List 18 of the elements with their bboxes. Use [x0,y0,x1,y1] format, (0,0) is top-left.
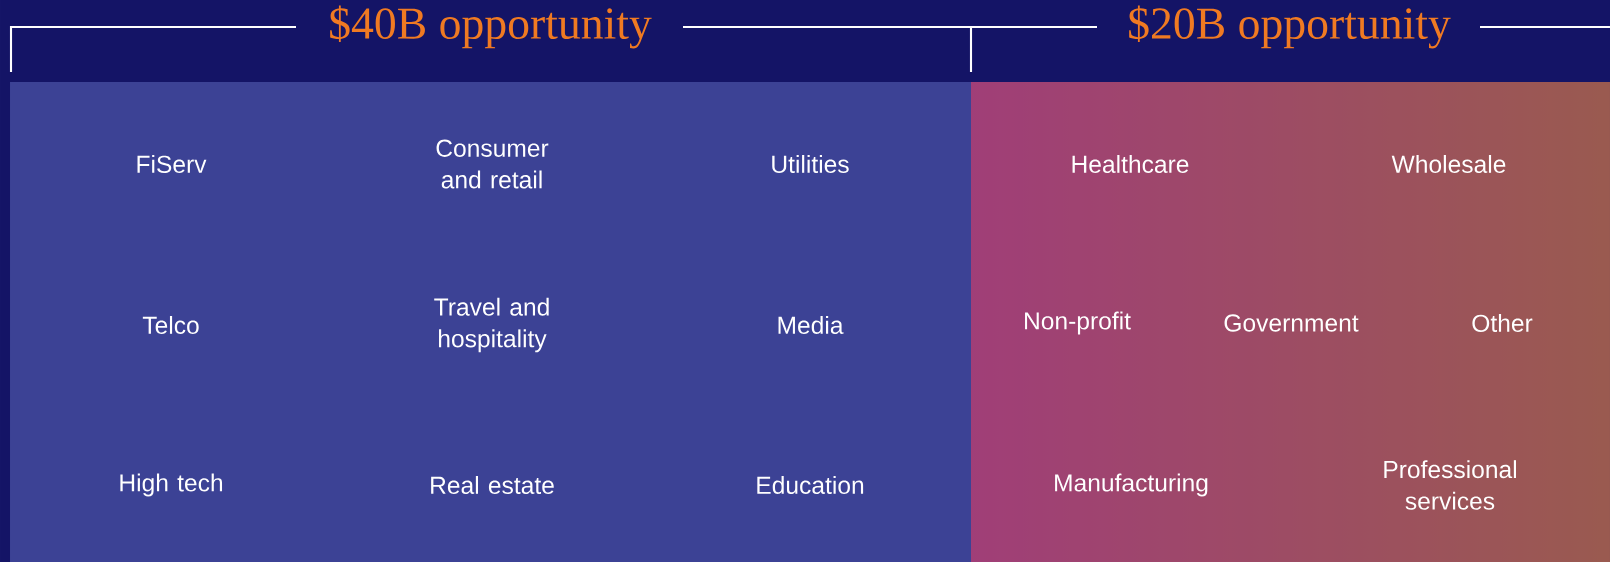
industry-label: Consumer and retail [436,139,549,189]
industry-label: Non-profit [1025,311,1131,335]
industry-label: Wholesale [1391,155,1506,173]
industry-label: Manufacturing [1055,473,1208,497]
industry-label: Travel and hospitality [434,297,549,353]
industry-label: Utilities [772,155,849,173]
industry-label: Telco [142,316,199,334]
opportunity-heading: $40B opportunity [330,5,652,49]
industry-label: Professional services [1384,460,1516,510]
industry-label: Education [757,476,864,494]
industry-label: Healthcare [1072,155,1189,173]
industry-label: Government [1224,314,1359,332]
industry-label: Other [1472,314,1533,332]
industry-label: Media [778,316,844,334]
industry-label: Real estate [431,476,554,494]
opportunity-heading: $20B opportunity [1129,5,1451,49]
industry-label: High tech [120,473,223,497]
industry-label: FiServ [137,155,207,173]
